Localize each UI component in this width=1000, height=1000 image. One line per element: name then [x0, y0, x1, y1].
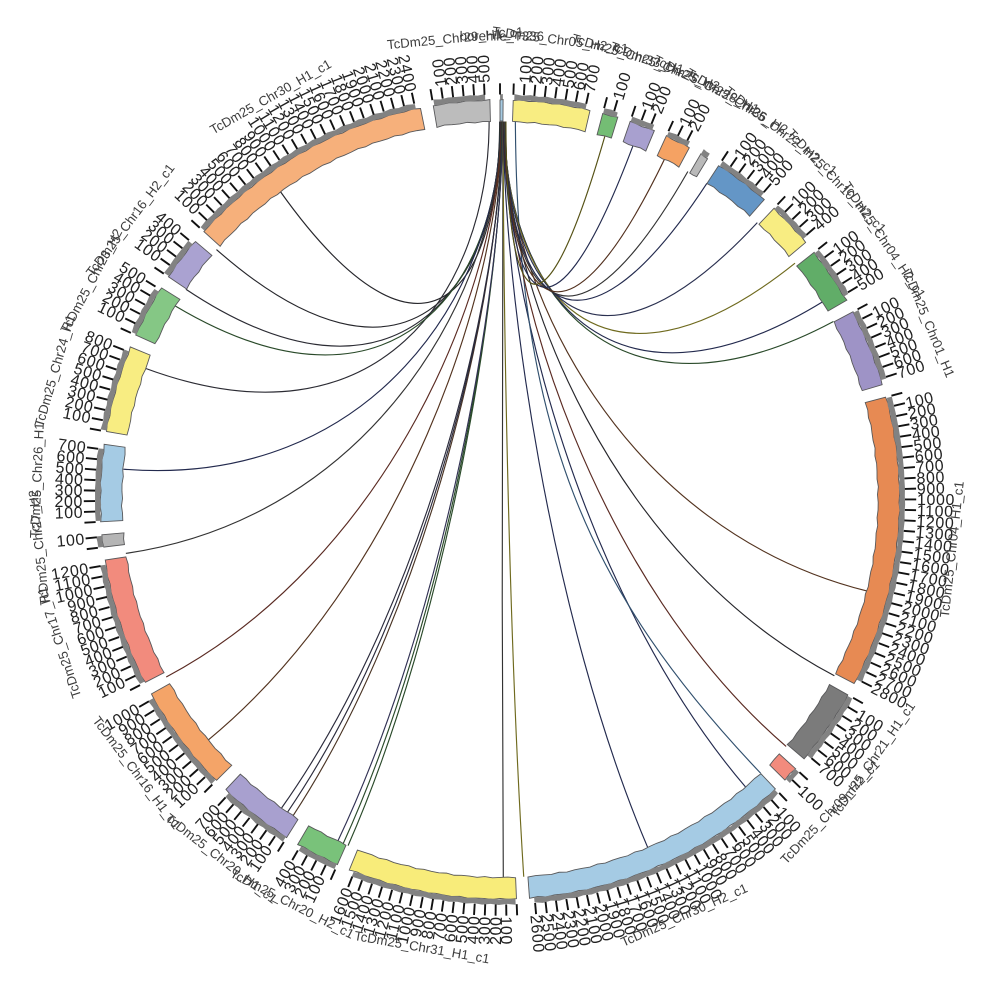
svg-text:400: 400 [55, 471, 84, 489]
svg-text:800: 800 [916, 469, 945, 487]
svg-text:200: 200 [528, 55, 547, 85]
svg-text:800: 800 [419, 910, 440, 941]
svg-text:100: 100 [904, 389, 936, 412]
svg-text:900: 900 [66, 593, 98, 616]
svg-text:2400: 2400 [548, 911, 570, 951]
svg-text:600: 600 [571, 61, 593, 92]
svg-text:1500: 1500 [912, 546, 952, 568]
svg-text:2500: 2500 [537, 913, 558, 953]
svg-text:200: 200 [54, 494, 83, 511]
svg-text:1700: 1700 [908, 568, 948, 592]
svg-text:1600: 1600 [910, 557, 950, 580]
svg-text:400: 400 [465, 915, 484, 945]
svg-text:borehile_T336: borehile_T336 [460, 28, 544, 43]
svg-text:200: 200 [63, 394, 95, 417]
svg-text:300: 300 [66, 383, 98, 406]
svg-text:2600: 2600 [526, 914, 546, 953]
svg-text:500: 500 [560, 59, 581, 90]
svg-text:500: 500 [476, 54, 494, 83]
svg-text:300: 300 [54, 482, 83, 500]
svg-text:500: 500 [453, 914, 472, 944]
svg-text:300: 300 [539, 56, 559, 86]
svg-text:900: 900 [408, 907, 430, 938]
svg-text:1200: 1200 [916, 514, 955, 533]
svg-text:1300: 1300 [915, 525, 954, 545]
svg-text:300: 300 [476, 916, 494, 945]
svg-text:800: 800 [69, 603, 101, 627]
svg-text:600: 600 [442, 913, 462, 943]
svg-text:300: 300 [909, 412, 940, 434]
svg-text:100: 100 [430, 57, 451, 88]
svg-text:100: 100 [497, 916, 514, 945]
svg-text:1100: 1100 [917, 503, 954, 521]
svg-text:1400: 1400 [914, 535, 954, 556]
svg-text:700: 700 [582, 63, 605, 94]
svg-text:100: 100 [56, 531, 86, 551]
svg-text:700: 700 [431, 911, 452, 942]
svg-text:600: 600 [914, 446, 944, 466]
svg-text:200: 200 [488, 916, 505, 945]
svg-text:700: 700 [57, 437, 87, 457]
svg-text:400: 400 [550, 57, 571, 88]
svg-text:500: 500 [913, 435, 943, 456]
svg-text:300: 300 [453, 55, 472, 85]
svg-text:100: 100 [54, 505, 83, 523]
svg-text:400: 400 [911, 423, 942, 444]
svg-text:TcDm25_Chr26_H1: TcDm25_Chr26_H1 [27, 422, 47, 538]
svg-text:900: 900 [917, 481, 946, 499]
svg-text:1100: 1100 [53, 572, 92, 596]
svg-text:700: 700 [915, 458, 945, 477]
svg-text:1200: 1200 [50, 561, 90, 584]
svg-text:100: 100 [517, 54, 536, 83]
svg-text:1000: 1000 [917, 492, 955, 509]
svg-text:500: 500 [55, 459, 85, 478]
svg-text:200: 200 [441, 56, 461, 86]
svg-text:100: 100 [61, 405, 92, 427]
svg-text:2300: 2300 [559, 910, 582, 950]
svg-text:400: 400 [464, 54, 483, 84]
svg-text:200: 200 [907, 401, 938, 424]
svg-text:2200: 2200 [569, 908, 593, 949]
svg-text:600: 600 [56, 448, 86, 468]
